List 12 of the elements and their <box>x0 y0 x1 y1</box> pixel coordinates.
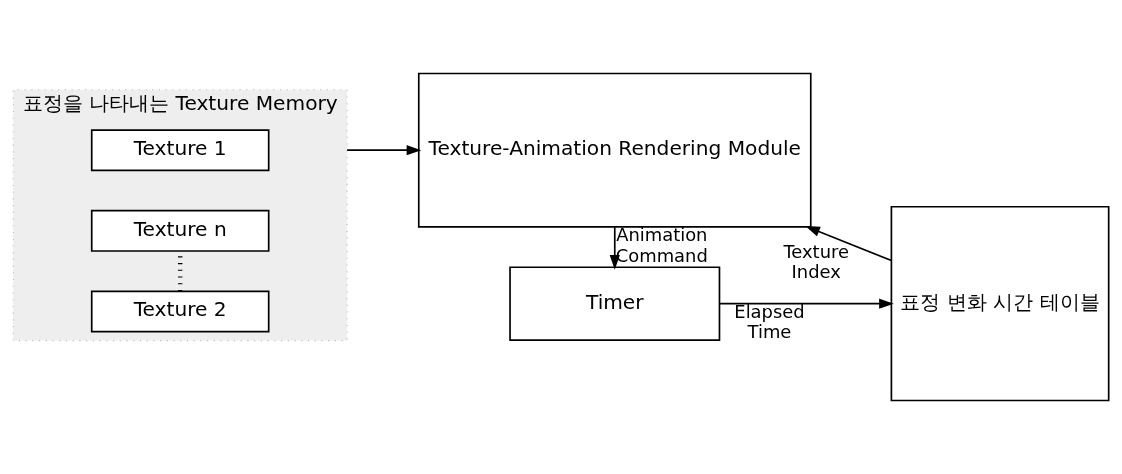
node-box: Texture 1 <box>90 129 270 172</box>
edge-label: Texture Index <box>783 241 849 283</box>
arrow <box>718 298 894 309</box>
arrow <box>609 226 620 270</box>
node-box: 표정 변화 시간 테이블 <box>890 205 1110 402</box>
arrow <box>346 145 422 156</box>
arrow <box>805 226 893 262</box>
edge-label: Elapsed Time <box>734 300 805 343</box>
node-box: Texture 2 <box>90 290 270 333</box>
node-box: Timer <box>509 266 721 341</box>
node-box: Texture-Animation Rendering Module <box>417 72 812 228</box>
node-box: Texture n <box>90 209 270 252</box>
